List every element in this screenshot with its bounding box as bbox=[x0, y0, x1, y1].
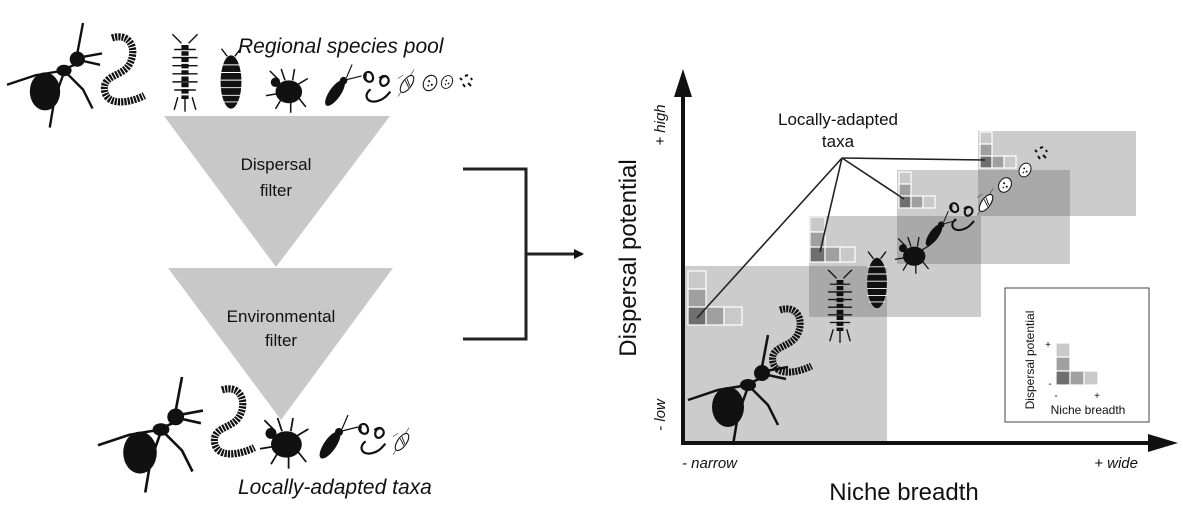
legend-x-plus: + bbox=[1094, 391, 1100, 402]
trait-grid-3-cell bbox=[922, 195, 936, 209]
x-axis-arrowhead bbox=[1148, 434, 1178, 452]
x-high-label: + wide bbox=[1094, 455, 1138, 472]
ciliate-icon bbox=[397, 69, 417, 98]
bracket-connector bbox=[463, 167, 528, 341]
dispersal-filter-label-line1: Dispersal bbox=[241, 155, 312, 174]
trait-grid-4-cell bbox=[979, 155, 993, 169]
legend-grid-cell bbox=[1055, 356, 1071, 372]
trait-grid-1-cell bbox=[687, 270, 707, 290]
x-axis-label: Niche breadth bbox=[829, 479, 978, 506]
callout-label-line1: Locally-adapted bbox=[778, 110, 898, 129]
centipede-icon bbox=[172, 34, 197, 111]
legend-grid-cell bbox=[1055, 342, 1071, 358]
trait-grid-3-cell bbox=[910, 195, 924, 209]
y-axis-arrowhead bbox=[674, 69, 692, 97]
callout-label-line2: taxa bbox=[822, 132, 855, 151]
protist-icon bbox=[419, 72, 441, 94]
environmental-filter-funnel bbox=[168, 268, 393, 420]
legend-y-plus: + bbox=[1045, 340, 1051, 351]
trait-grid-2-cell bbox=[809, 216, 826, 233]
regional-species-pool-label: Regional species pool bbox=[238, 35, 445, 58]
springtail-icon bbox=[321, 63, 363, 110]
earthworm-icon bbox=[214, 389, 254, 454]
mite-icon bbox=[259, 417, 310, 470]
legend-y-label: Dispersal potential bbox=[1023, 311, 1037, 410]
trait-grid-2-cell bbox=[824, 246, 841, 263]
trait-grid-4-cell bbox=[991, 155, 1005, 169]
x-low-label: - narrow bbox=[682, 455, 738, 472]
ant-icon bbox=[5, 21, 104, 129]
trait-grid-4-cell bbox=[979, 131, 993, 145]
nematode-icon bbox=[358, 422, 387, 455]
earthworm-icon bbox=[104, 37, 144, 102]
trait-grid-3-cell bbox=[898, 171, 912, 185]
legend-box bbox=[1004, 287, 1150, 423]
trait-grid-2-cell bbox=[809, 246, 826, 263]
legend-grid-cell bbox=[1083, 370, 1099, 386]
ciliate-icon bbox=[392, 427, 412, 456]
y-high-label: + high bbox=[652, 104, 669, 145]
legend-grid bbox=[1055, 342, 1099, 386]
legend-grid-cell bbox=[1055, 370, 1071, 386]
y-low-label: - low bbox=[652, 398, 669, 431]
bacteria-icon bbox=[459, 74, 473, 88]
trait-grid-1-cell bbox=[723, 306, 743, 326]
dispersal-filter-label-line2: filter bbox=[260, 181, 292, 200]
callout-lines bbox=[696, 157, 986, 319]
trait-grid-1-cell bbox=[687, 288, 707, 308]
trait-grids bbox=[687, 131, 1017, 326]
y-axis-label: Dispersal potential bbox=[615, 159, 642, 356]
dispersal-filter-funnel bbox=[164, 116, 390, 267]
trait-grid-3-cell bbox=[898, 183, 912, 197]
nematode-icon bbox=[363, 70, 392, 103]
environmental-filter-label-line2: filter bbox=[265, 331, 297, 350]
locally-adapted-taxa-label: Locally-adapted taxa bbox=[238, 476, 432, 499]
trait-grid-2-cell bbox=[839, 246, 856, 263]
trait-grid-1-cell bbox=[705, 306, 725, 326]
legend-y-minus: - bbox=[1048, 379, 1051, 390]
trait-grid-4-cell bbox=[979, 143, 993, 157]
environmental-filter-label-line1: Environmental bbox=[227, 307, 336, 326]
trait-grid-4-cell bbox=[1003, 155, 1017, 169]
ant-icon bbox=[96, 375, 205, 494]
niche-box-overlap-3 bbox=[978, 170, 1070, 216]
legend-x-label: Niche breadth bbox=[1051, 403, 1126, 417]
legend-grid-cell bbox=[1069, 370, 1085, 386]
springtail-icon bbox=[315, 414, 359, 463]
mite-icon bbox=[265, 68, 309, 114]
legend-x-minus: - bbox=[1054, 391, 1057, 402]
trait-grid-1-cell bbox=[687, 306, 707, 326]
protist-icon bbox=[438, 73, 456, 91]
